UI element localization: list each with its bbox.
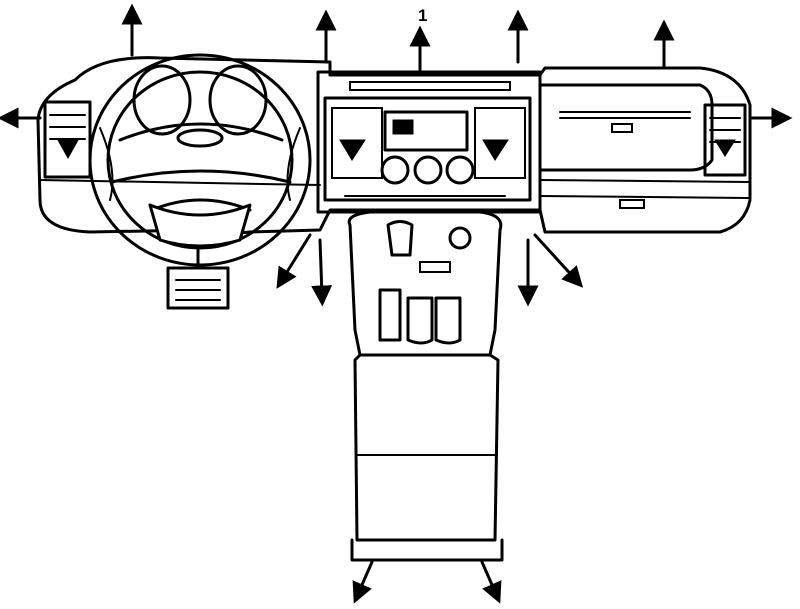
brake-pedal	[166, 246, 230, 310]
dashboard-body	[36, 56, 752, 235]
left-side-vent	[43, 100, 92, 179]
right-side-vent	[703, 103, 747, 177]
steering-wheel	[88, 53, 312, 267]
floor-console	[347, 210, 504, 562]
center-stack	[316, 70, 542, 214]
airflow-arrows	[0, 3, 793, 604]
callout-label-1: 1	[418, 6, 428, 25]
glovebox-panel	[538, 83, 714, 209]
